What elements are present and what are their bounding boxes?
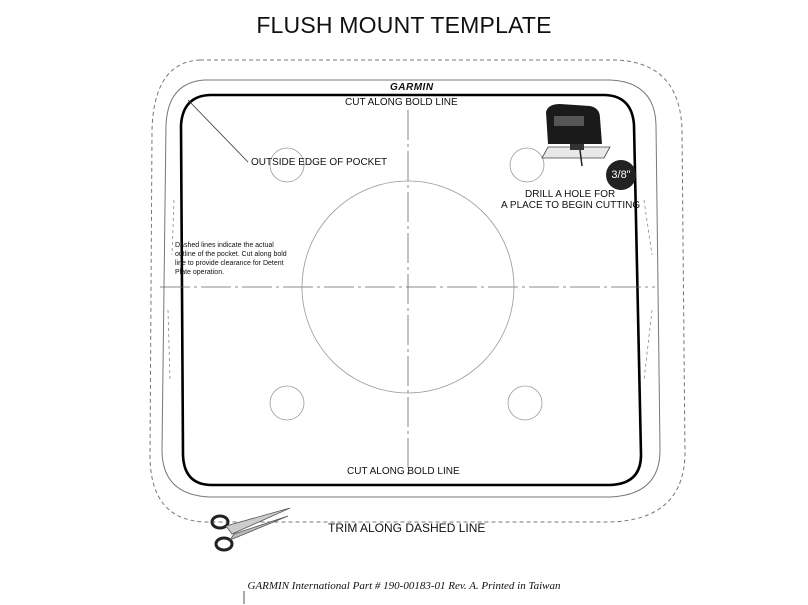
bold-cut-line bbox=[179, 93, 643, 487]
drill-label-line2: A PLACE TO BEGIN CUTTING bbox=[501, 200, 641, 211]
pocket-dashed-left bbox=[167, 199, 175, 381]
drill-label-line1: DRILL A HOLE FOR bbox=[525, 189, 616, 200]
pocket-label: OUTSIDE EDGE OF POCKET bbox=[251, 157, 388, 168]
cut-label-bottom: CUT ALONG BOLD LINE bbox=[347, 466, 460, 477]
screw-hole-top-left bbox=[269, 147, 305, 183]
screw-hole-top-right bbox=[509, 147, 545, 183]
brand-logo: GARMIN bbox=[390, 82, 434, 93]
screw-hole-bottom-left bbox=[269, 385, 305, 421]
center-circle bbox=[301, 180, 515, 394]
drill-size-badge: 3/8" bbox=[606, 160, 636, 190]
page-title: FLUSH MOUNT TEMPLATE bbox=[256, 12, 552, 38]
screw-hole-bottom-right bbox=[507, 385, 543, 421]
pocket-dashed-right bbox=[643, 199, 653, 381]
pocket-leader-line bbox=[187, 99, 249, 163]
footer-text: GARMIN International Part # 190-00183-01… bbox=[247, 580, 561, 592]
pocket-note: Dashed lines indicate the actual outline… bbox=[175, 242, 287, 276]
scissors-icon bbox=[210, 507, 291, 552]
cut-label-top: CUT ALONG BOLD LINE bbox=[345, 97, 458, 108]
pocket-outer-line bbox=[161, 79, 661, 498]
trim-label: TRIM ALONG DASHED LINE bbox=[328, 521, 486, 535]
trim-dashed-outline bbox=[149, 59, 686, 523]
jigsaw-icon bbox=[541, 104, 611, 167]
